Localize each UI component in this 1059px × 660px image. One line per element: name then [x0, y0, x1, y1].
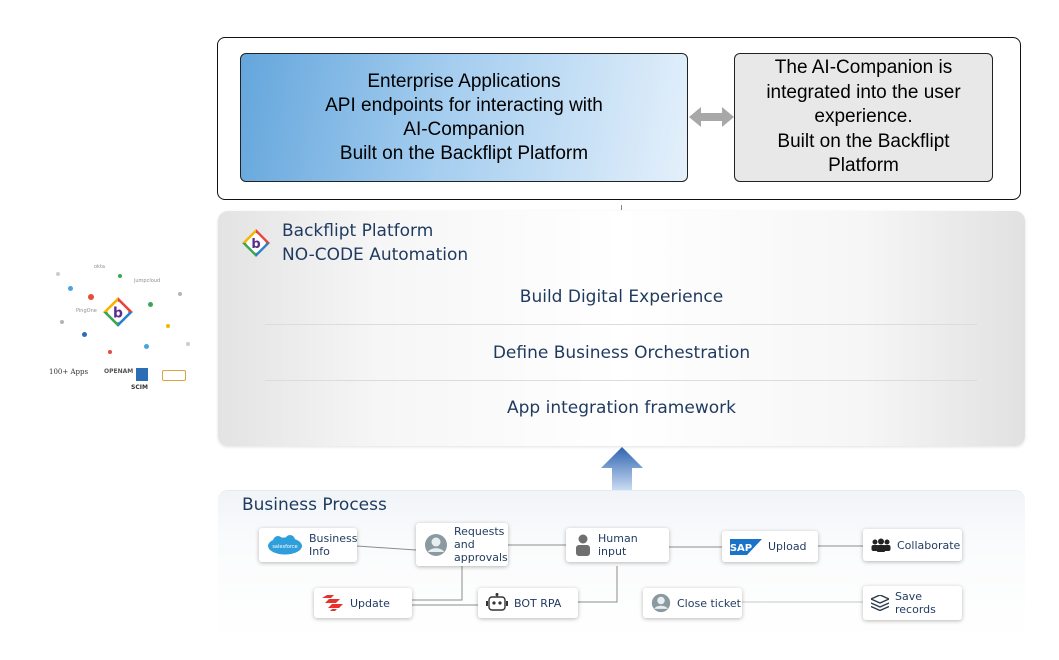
salesforce-icon: salesforce	[267, 535, 303, 555]
node-label: Collaborate	[897, 538, 961, 552]
platform-title: Backflipt Platform	[282, 221, 434, 241]
companion-line-2: integrated into the user	[766, 81, 961, 103]
companion-line-1: The AI-Companion is	[774, 57, 953, 79]
layer-separator	[265, 324, 977, 325]
center-logo-letter: b	[113, 305, 123, 321]
node-close-ticket: Close ticket	[643, 588, 742, 618]
node-requests-and-approvals: Requests and approvals	[416, 523, 508, 566]
salesforce-text: salesforce	[272, 544, 297, 550]
scim-label: SCIM	[131, 384, 148, 391]
enterprise-line-1: Enterprise Applications	[367, 70, 561, 92]
ai-companion-box: The AI-Companion is integrated into the …	[734, 53, 993, 182]
node-label: Business Info	[309, 532, 358, 558]
node-label: Requests and approvals	[454, 525, 508, 564]
apps-mini-label: okta	[94, 264, 105, 270]
node-label: Update	[350, 596, 390, 610]
people-group-icon	[871, 538, 891, 552]
companion-line-5: Platform	[828, 155, 899, 177]
apps-mini-label: PingOne	[76, 308, 97, 314]
robot-icon	[486, 593, 508, 613]
node-collaborate: Collaborate	[863, 529, 962, 561]
platform-subtitle: NO-CODE Automation	[282, 245, 469, 265]
person-circle-icon	[424, 533, 448, 557]
apps-caption: 100+ Apps	[49, 368, 89, 376]
openam-label: OPENAM	[104, 368, 134, 375]
node-label: Save records	[895, 590, 936, 616]
up-arrow-icon	[601, 447, 643, 490]
backflipt-center-logo-icon: b	[103, 297, 133, 327]
update-logo-icon	[322, 595, 344, 611]
companion-line-4: Built on the Backflipt	[777, 130, 950, 152]
node-label: Upload	[768, 540, 807, 553]
layer-app-integration-framework: App integration framework	[507, 398, 736, 418]
sap-icon: SAP	[730, 538, 762, 555]
enterprise-line-2: API endpoints for interacting with	[325, 94, 603, 116]
sap-text: SAP	[730, 543, 752, 554]
double-arrow-icon	[689, 107, 734, 127]
person-circle-icon	[651, 593, 671, 613]
node-save-records: Save records	[863, 586, 962, 620]
connector-tick	[621, 205, 622, 210]
backflipt-logo-icon: b	[242, 229, 270, 257]
node-business-info: salesforce Business Info	[259, 528, 358, 562]
integrated-apps-cluster: okta PingOne jumpcloud b	[48, 262, 198, 362]
enterprise-line-4: Built on the Backflipt Platform	[339, 142, 589, 164]
logo-letter: b	[251, 237, 260, 252]
layer-define-business-orchestration: Define Business Orchestration	[492, 343, 751, 363]
apps-mini-label: jumpcloud	[134, 278, 161, 284]
layer-build-digital-experience: Build Digital Experience	[519, 287, 724, 307]
stack-layers-icon	[871, 595, 889, 611]
node-human-input: Human input	[566, 528, 669, 562]
node-label: BOT RPA	[514, 596, 562, 610]
partner-logo-icon	[162, 370, 186, 381]
node-update: Update	[314, 588, 412, 618]
node-bot-rpa: BOT RPA	[478, 588, 578, 618]
enterprise-applications-box: Enterprise Applications API endpoints fo…	[240, 53, 688, 182]
person-icon	[574, 534, 592, 556]
business-process-title: Business Process	[242, 495, 387, 515]
scim-logo-icon	[136, 368, 148, 381]
companion-line-3: experience.	[814, 106, 913, 128]
platform-panel	[218, 211, 1025, 446]
node-label: Human input	[598, 532, 638, 558]
node-label: Close ticket	[677, 596, 741, 610]
enterprise-line-3: AI-Companion	[403, 118, 525, 140]
node-upload: SAP Upload	[722, 531, 818, 562]
layer-separator	[265, 380, 977, 381]
